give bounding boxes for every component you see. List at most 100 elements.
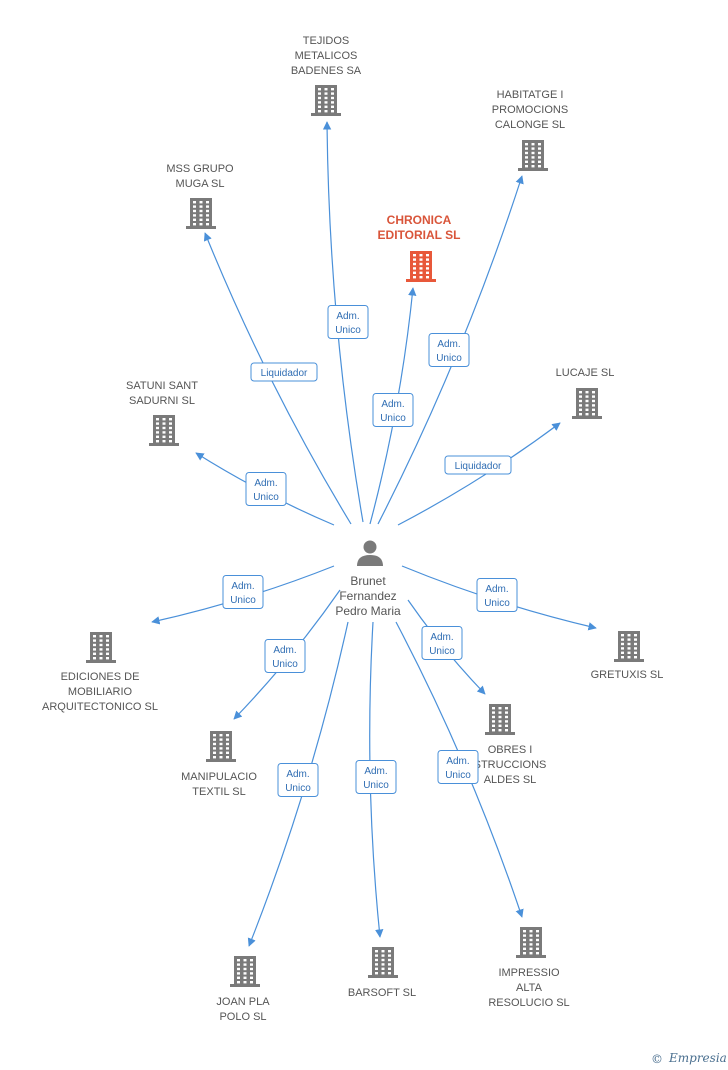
relation-tag-manipulacio: Adm. Unico — [264, 639, 306, 673]
relation-tag-text: Unico — [253, 492, 279, 503]
relation-tag-satuni: Adm. Unico — [245, 472, 287, 506]
person-icon — [357, 540, 383, 566]
company-node-habitatge[interactable]: HABITATGE I PROMOCIONS CALONGE SL — [492, 89, 568, 171]
relation-tag-ediciones: Adm. Unico — [222, 575, 264, 609]
relation-tag-text: Adm. — [437, 339, 460, 350]
company-label-line: PROMOCIONS — [492, 104, 568, 116]
person-name-line: Fernandez — [339, 589, 396, 603]
relation-tag-text: Unico — [335, 325, 361, 336]
relation-tag-text: Liquidador — [455, 461, 502, 472]
company-label-line: METALICOS — [295, 50, 358, 62]
relation-tag-text: Adm. — [286, 769, 309, 780]
relation-tag-text: Adm. — [485, 584, 508, 595]
company-label-line: ALDES SL — [484, 774, 537, 786]
building-icon — [368, 947, 398, 978]
company-node-satuni[interactable]: SATUNI SANT SADURNI SL — [126, 380, 198, 446]
company-label-line: BARSOFT SL — [348, 987, 416, 999]
company-label-line: TEXTIL SL — [192, 786, 245, 798]
relation-tag-text: Adm. — [231, 581, 254, 592]
company-label-line: ALTA — [516, 982, 543, 994]
company-node-ediciones[interactable]: EDICIONES DE MOBILIARIO ARQUITECTONICO SL — [42, 632, 158, 713]
building-icon — [572, 388, 602, 419]
company-label-line: MOBILIARIO — [68, 686, 133, 698]
relation-tag-text: Unico — [363, 780, 389, 791]
company-label-line: TEJIDOS — [303, 35, 349, 47]
company-label-line: RESOLUCIO SL — [488, 997, 569, 1009]
relation-tag-obres: Adm. Unico — [421, 626, 463, 660]
building-icon — [149, 415, 179, 446]
company-node-lucaje[interactable]: LUCAJE SL — [556, 367, 615, 419]
relation-tag-text: Adm. — [364, 766, 387, 777]
company-label-line: EDICIONES DE — [61, 671, 140, 683]
company-label-line: ARQUITECTONICO SL — [42, 701, 158, 713]
company-label-line: SADURNI SL — [129, 395, 195, 407]
edge-labels-layer: Adm.UnicoAdm.UnicoLiquidadorAdm.UnicoAdm… — [222, 305, 518, 797]
copyright-icon: © — [651, 1052, 663, 1066]
relation-tag-text: Adm. — [336, 311, 359, 322]
relation-tag-text: Unico — [436, 353, 462, 364]
company-label-line: EDITORIAL SL — [378, 228, 461, 242]
relation-tag-text: Adm. — [254, 478, 277, 489]
relation-tag-text: Unico — [285, 783, 311, 794]
relation-tag-lucaje: Liquidador — [444, 455, 512, 475]
building-icon — [518, 140, 548, 171]
nodes-layer: TEJIDOS METALICOS BADENES SA HABITATGE I PRO… — [42, 35, 663, 1023]
relation-tag-text: Unico — [484, 598, 510, 609]
building-icon — [311, 85, 341, 116]
company-label-line: BADENES SA — [291, 65, 362, 77]
company-node-manipulacio[interactable]: MANIPULACIO TEXTIL SL — [181, 731, 257, 798]
building-icon — [614, 631, 644, 662]
company-node-obres[interactable]: OBRES I STRUCCIONS ALDES SL — [474, 704, 547, 786]
relation-tag-habitatge: Adm. Unico — [428, 333, 470, 367]
company-label-line: CHRONICA — [387, 213, 452, 227]
relation-tag-mss: Liquidador — [250, 362, 318, 382]
relation-tag-text: Unico — [230, 595, 256, 606]
company-node-barsoft[interactable]: BARSOFT SL — [348, 947, 416, 999]
watermark: © Empresia — [651, 1051, 727, 1066]
company-label-line: SATUNI SANT — [126, 380, 198, 392]
edge-lucaje — [397, 422, 561, 526]
relation-tag-text: Unico — [272, 659, 298, 670]
watermark-text: Empresia — [668, 1051, 727, 1065]
company-label-line: CALONGE SL — [495, 119, 565, 131]
company-label-line: LUCAJE SL — [556, 367, 615, 379]
relation-tag-joanpla: Adm. Unico — [277, 763, 319, 797]
person-name-line: Brunet — [350, 574, 386, 588]
company-node-tejidos[interactable]: TEJIDOS METALICOS BADENES SA — [291, 35, 362, 116]
company-label-line: POLO SL — [219, 1011, 266, 1023]
company-label-line: IMPRESSIO — [498, 967, 560, 979]
relation-tag-barsoft: Adm. Unico — [355, 760, 397, 794]
company-label-line: MUGA SL — [176, 178, 225, 190]
relation-tag-chronica: Adm.Unico — [372, 393, 414, 427]
company-label-line: JOAN PLA — [216, 996, 270, 1008]
building-icon — [186, 198, 216, 229]
building-icon — [86, 632, 116, 663]
company-label-line: HABITATGE I — [497, 89, 564, 101]
relation-tag-text: Unico — [429, 646, 455, 657]
building-icon — [406, 251, 436, 282]
relation-tag-text: Adm. — [273, 645, 296, 656]
company-node-impressio[interactable]: IMPRESSIO ALTA RESOLUCIO SL — [488, 927, 570, 1009]
person-name-line: Pedro Maria — [335, 604, 401, 618]
relation-tag-text: Unico — [445, 770, 471, 781]
relation-tag-text: Adm. — [430, 632, 453, 643]
company-label-line: MANIPULACIO — [181, 771, 257, 783]
relation-tag-impressio: Adm. Unico — [437, 750, 479, 784]
company-label-line: STRUCCIONS — [474, 759, 547, 771]
company-node-joanpla[interactable]: JOAN PLA POLO SL — [216, 956, 270, 1023]
building-icon — [485, 704, 515, 735]
company-label-line: GRETUXIS SL — [591, 669, 664, 681]
relation-tag-text: Adm. — [446, 756, 469, 767]
relation-tag-tejidos: Adm. Unico — [327, 305, 369, 339]
company-label-line: OBRES I — [488, 744, 533, 756]
building-icon — [516, 927, 546, 958]
relation-tag-text: Adm. — [381, 399, 404, 410]
company-node-gretuxis[interactable]: GRETUXIS SL — [591, 631, 664, 681]
building-icon — [206, 731, 236, 762]
relation-tag-text: Liquidador — [261, 368, 308, 379]
building-icon — [230, 956, 260, 987]
